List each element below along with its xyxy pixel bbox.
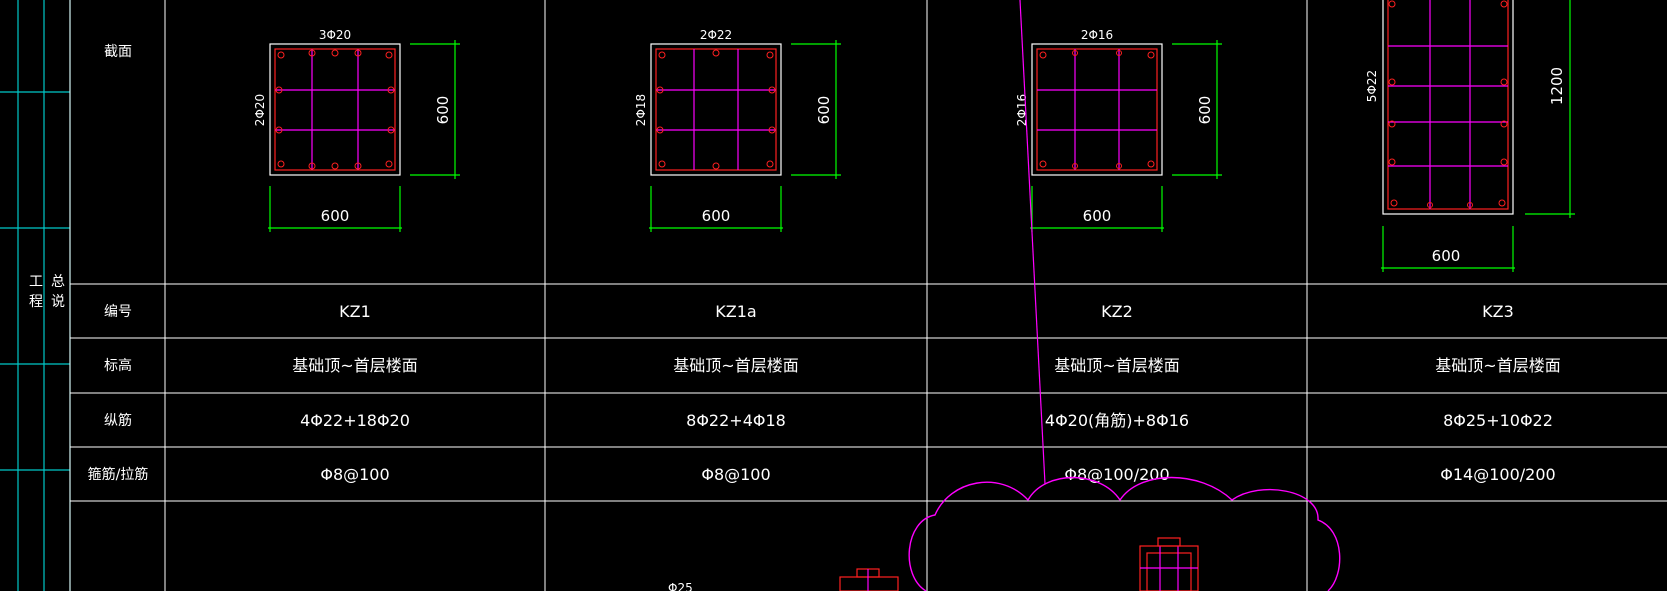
cell-kz1-elevation: 基础顶~首层楼面: [292, 356, 417, 375]
kz3-height-dim: 1200: [1548, 67, 1566, 105]
cell-kz1-id: KZ1: [339, 302, 371, 321]
cell-kz1-longitudinal: 4Φ22+18Φ20: [300, 411, 410, 430]
title-block-text: 工 程 总 说: [29, 274, 65, 310]
cell-kz1a-stirrup: Φ8@100: [701, 465, 770, 484]
row-label-section: 截面: [104, 44, 132, 60]
cell-kz1-stirrup: Φ8@100: [320, 465, 389, 484]
partial-section-bottom-left: [839, 568, 899, 591]
kz1a-width-dim: 600: [702, 207, 731, 225]
side-text-3: 总: [51, 274, 65, 290]
partial-bar-label: Φ25: [668, 581, 693, 591]
row-label-longitudinal: 纵筋: [104, 412, 132, 429]
section-kz1a[interactable]: 2Φ22 2Φ18 600 600: [634, 28, 841, 232]
cell-kz2-id: KZ2: [1101, 302, 1133, 321]
cell-kz3-elevation: 基础顶~首层楼面: [1435, 356, 1560, 375]
cell-kz1a-longitudinal: 8Φ22+4Φ18: [686, 411, 786, 430]
kz2-height-dim: 600: [1196, 96, 1214, 125]
row-label-id: 编号: [104, 304, 132, 320]
section-kz1[interactable]: 3Φ20 2Φ20 600 600: [253, 28, 460, 232]
cell-kz2-longitudinal: 4Φ20(角筋)+8Φ16: [1045, 411, 1189, 430]
table-grid: [69, 0, 1667, 591]
section-kz2[interactable]: 2Φ16 2Φ16 600 600: [1015, 28, 1222, 232]
row-labels: 截面 编号 标高 纵筋 箍筋/拉筋: [88, 44, 149, 483]
kz1a-height-dim: 600: [815, 96, 833, 125]
kz2-side-bars: 2Φ16: [1015, 94, 1029, 126]
kz3-side-bars: 5Φ22: [1365, 70, 1379, 102]
kz3-width-dim: 600: [1432, 247, 1461, 265]
kz1-width-dim: 600: [321, 207, 350, 225]
partial-section-bottom-right: [1139, 537, 1199, 591]
kz1-side-bars: 2Φ20: [253, 94, 267, 126]
cell-kz3-stirrup: Φ14@100/200: [1440, 465, 1555, 484]
cell-kz1a-elevation: 基础顶~首层楼面: [673, 356, 798, 375]
revision-leader-line: [1019, 0, 1046, 485]
side-text-4: 说: [51, 294, 65, 310]
section-kz3[interactable]: 5Φ22 600 1200: [1365, 0, 1575, 272]
kz2-width-dim: 600: [1083, 207, 1112, 225]
cell-kz3-longitudinal: 8Φ25+10Φ22: [1443, 411, 1553, 430]
kz1-top-bars: 3Φ20: [319, 28, 351, 42]
kz2-top-bars: 2Φ16: [1081, 28, 1113, 42]
revision-cloud[interactable]: [908, 476, 1341, 591]
kz1a-side-bars: 2Φ18: [634, 94, 648, 126]
side-text-2: 程: [29, 294, 43, 310]
row-label-stirrup: 箍筋/拉筋: [88, 466, 149, 483]
side-text-1: 工: [29, 274, 43, 290]
kz1-height-dim: 600: [434, 96, 452, 125]
kz1a-top-bars: 2Φ22: [700, 28, 732, 42]
row-label-elevation: 标高: [104, 357, 132, 374]
cell-kz3-id: KZ3: [1482, 302, 1514, 321]
table-cells: KZ1 基础顶~首层楼面 4Φ22+18Φ20 Φ8@100 KZ1a 基础顶~…: [292, 302, 1560, 484]
cell-kz2-elevation: 基础顶~首层楼面: [1054, 356, 1179, 375]
cell-kz1a-id: KZ1a: [715, 302, 756, 321]
cell-kz2-stirrup: Φ8@100/200: [1064, 465, 1169, 484]
